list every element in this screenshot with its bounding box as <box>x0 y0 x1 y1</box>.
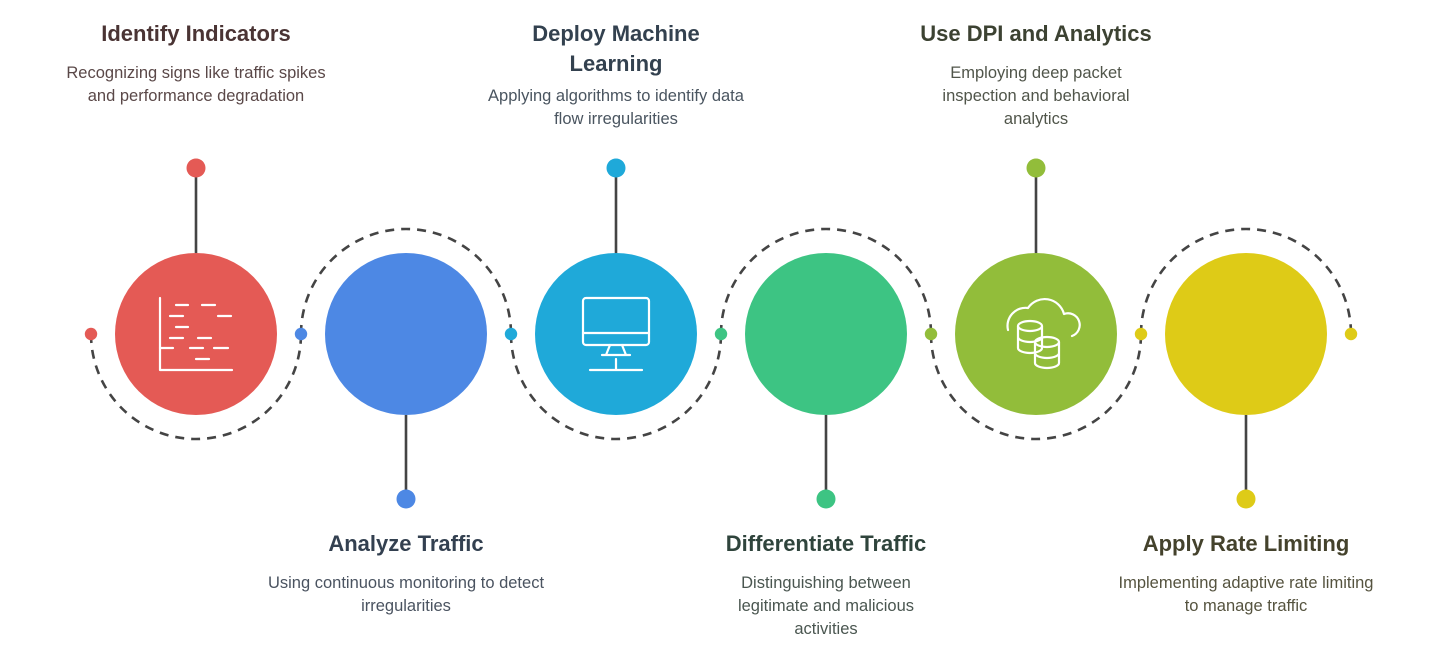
stem-dot <box>816 489 836 509</box>
step-circles <box>115 253 1327 415</box>
step-label-5: Use DPI and Analytics Employing deep pac… <box>916 19 1156 131</box>
step-circle <box>1165 253 1327 415</box>
connector-dot <box>294 327 308 341</box>
step-title: Identify Indicators <box>101 21 291 46</box>
connector-dot <box>1344 327 1358 341</box>
icon-stroke <box>1006 298 1081 338</box>
connector-dots <box>84 327 1358 341</box>
step-label-6: Apply Rate Limiting Implementing adaptiv… <box>1116 529 1376 618</box>
icon-stroke <box>581 296 651 347</box>
step-description: Employing deep packet inspection and beh… <box>942 64 1130 128</box>
step-icons <box>158 296 1443 372</box>
dashed-arc <box>929 333 1143 441</box>
step-label-3: Deploy Machine Learning Applying algorit… <box>481 19 751 131</box>
icon-stroke <box>600 343 632 357</box>
stem-dot <box>606 158 626 178</box>
step-title: Differentiate Traffic <box>725 531 927 556</box>
step-description: Implementing adaptive rate limiting to m… <box>1118 574 1374 615</box>
step-description: Using continuous monitoring to detect ir… <box>267 574 545 615</box>
step-description: Distinguishing between legitimate and ma… <box>737 574 915 638</box>
dashed-arc <box>1139 227 1353 335</box>
dashed-arc <box>299 227 513 335</box>
stem-dot <box>1026 158 1046 178</box>
stems <box>186 158 1256 509</box>
step-label-1: Identify Indicators Recognizing signs li… <box>66 19 326 108</box>
connector-dot <box>84 327 98 341</box>
step-description: Applying algorithms to identify data flo… <box>488 87 744 128</box>
icon-stroke <box>1016 324 1044 355</box>
step-description: Recognizing signs like traffic spikes an… <box>66 64 326 105</box>
step-title: Use DPI and Analytics <box>920 21 1152 46</box>
chart-lines-icon <box>158 296 234 372</box>
dashed-arc <box>89 333 303 441</box>
step-circle <box>745 253 907 415</box>
icon-stroke <box>158 296 234 372</box>
step-circle <box>115 253 277 415</box>
step-title: Analyze Traffic <box>328 531 484 556</box>
step-title: Apply Rate Limiting <box>1142 531 1350 556</box>
step-label-4: Differentiate Traffic Distinguishing bet… <box>706 529 946 641</box>
stem-dot <box>186 158 206 178</box>
step-circle <box>955 253 1117 415</box>
monitor-search-icon <box>1421 308 1443 371</box>
icon-stroke <box>1033 340 1061 370</box>
step-title: Deploy Machine Learning <box>532 21 700 76</box>
dashed-arc <box>509 333 723 441</box>
monitor-icon <box>581 296 651 372</box>
step-label-2: Analyze Traffic Using continuous monitor… <box>256 529 556 618</box>
icon-stroke <box>1436 363 1443 371</box>
connector-dot <box>714 327 728 341</box>
connector-dot <box>1134 327 1148 341</box>
icon-stroke <box>1421 308 1443 361</box>
stem-dot <box>396 489 416 509</box>
icon-stroke <box>588 357 644 372</box>
step-circle <box>325 253 487 415</box>
dashed-arcs <box>89 227 1353 441</box>
stem-dot <box>1236 489 1256 509</box>
dashed-arc <box>719 227 933 335</box>
cloud-database-icon <box>1006 298 1081 370</box>
connector-dot <box>924 327 938 341</box>
connector-dot <box>504 327 518 341</box>
